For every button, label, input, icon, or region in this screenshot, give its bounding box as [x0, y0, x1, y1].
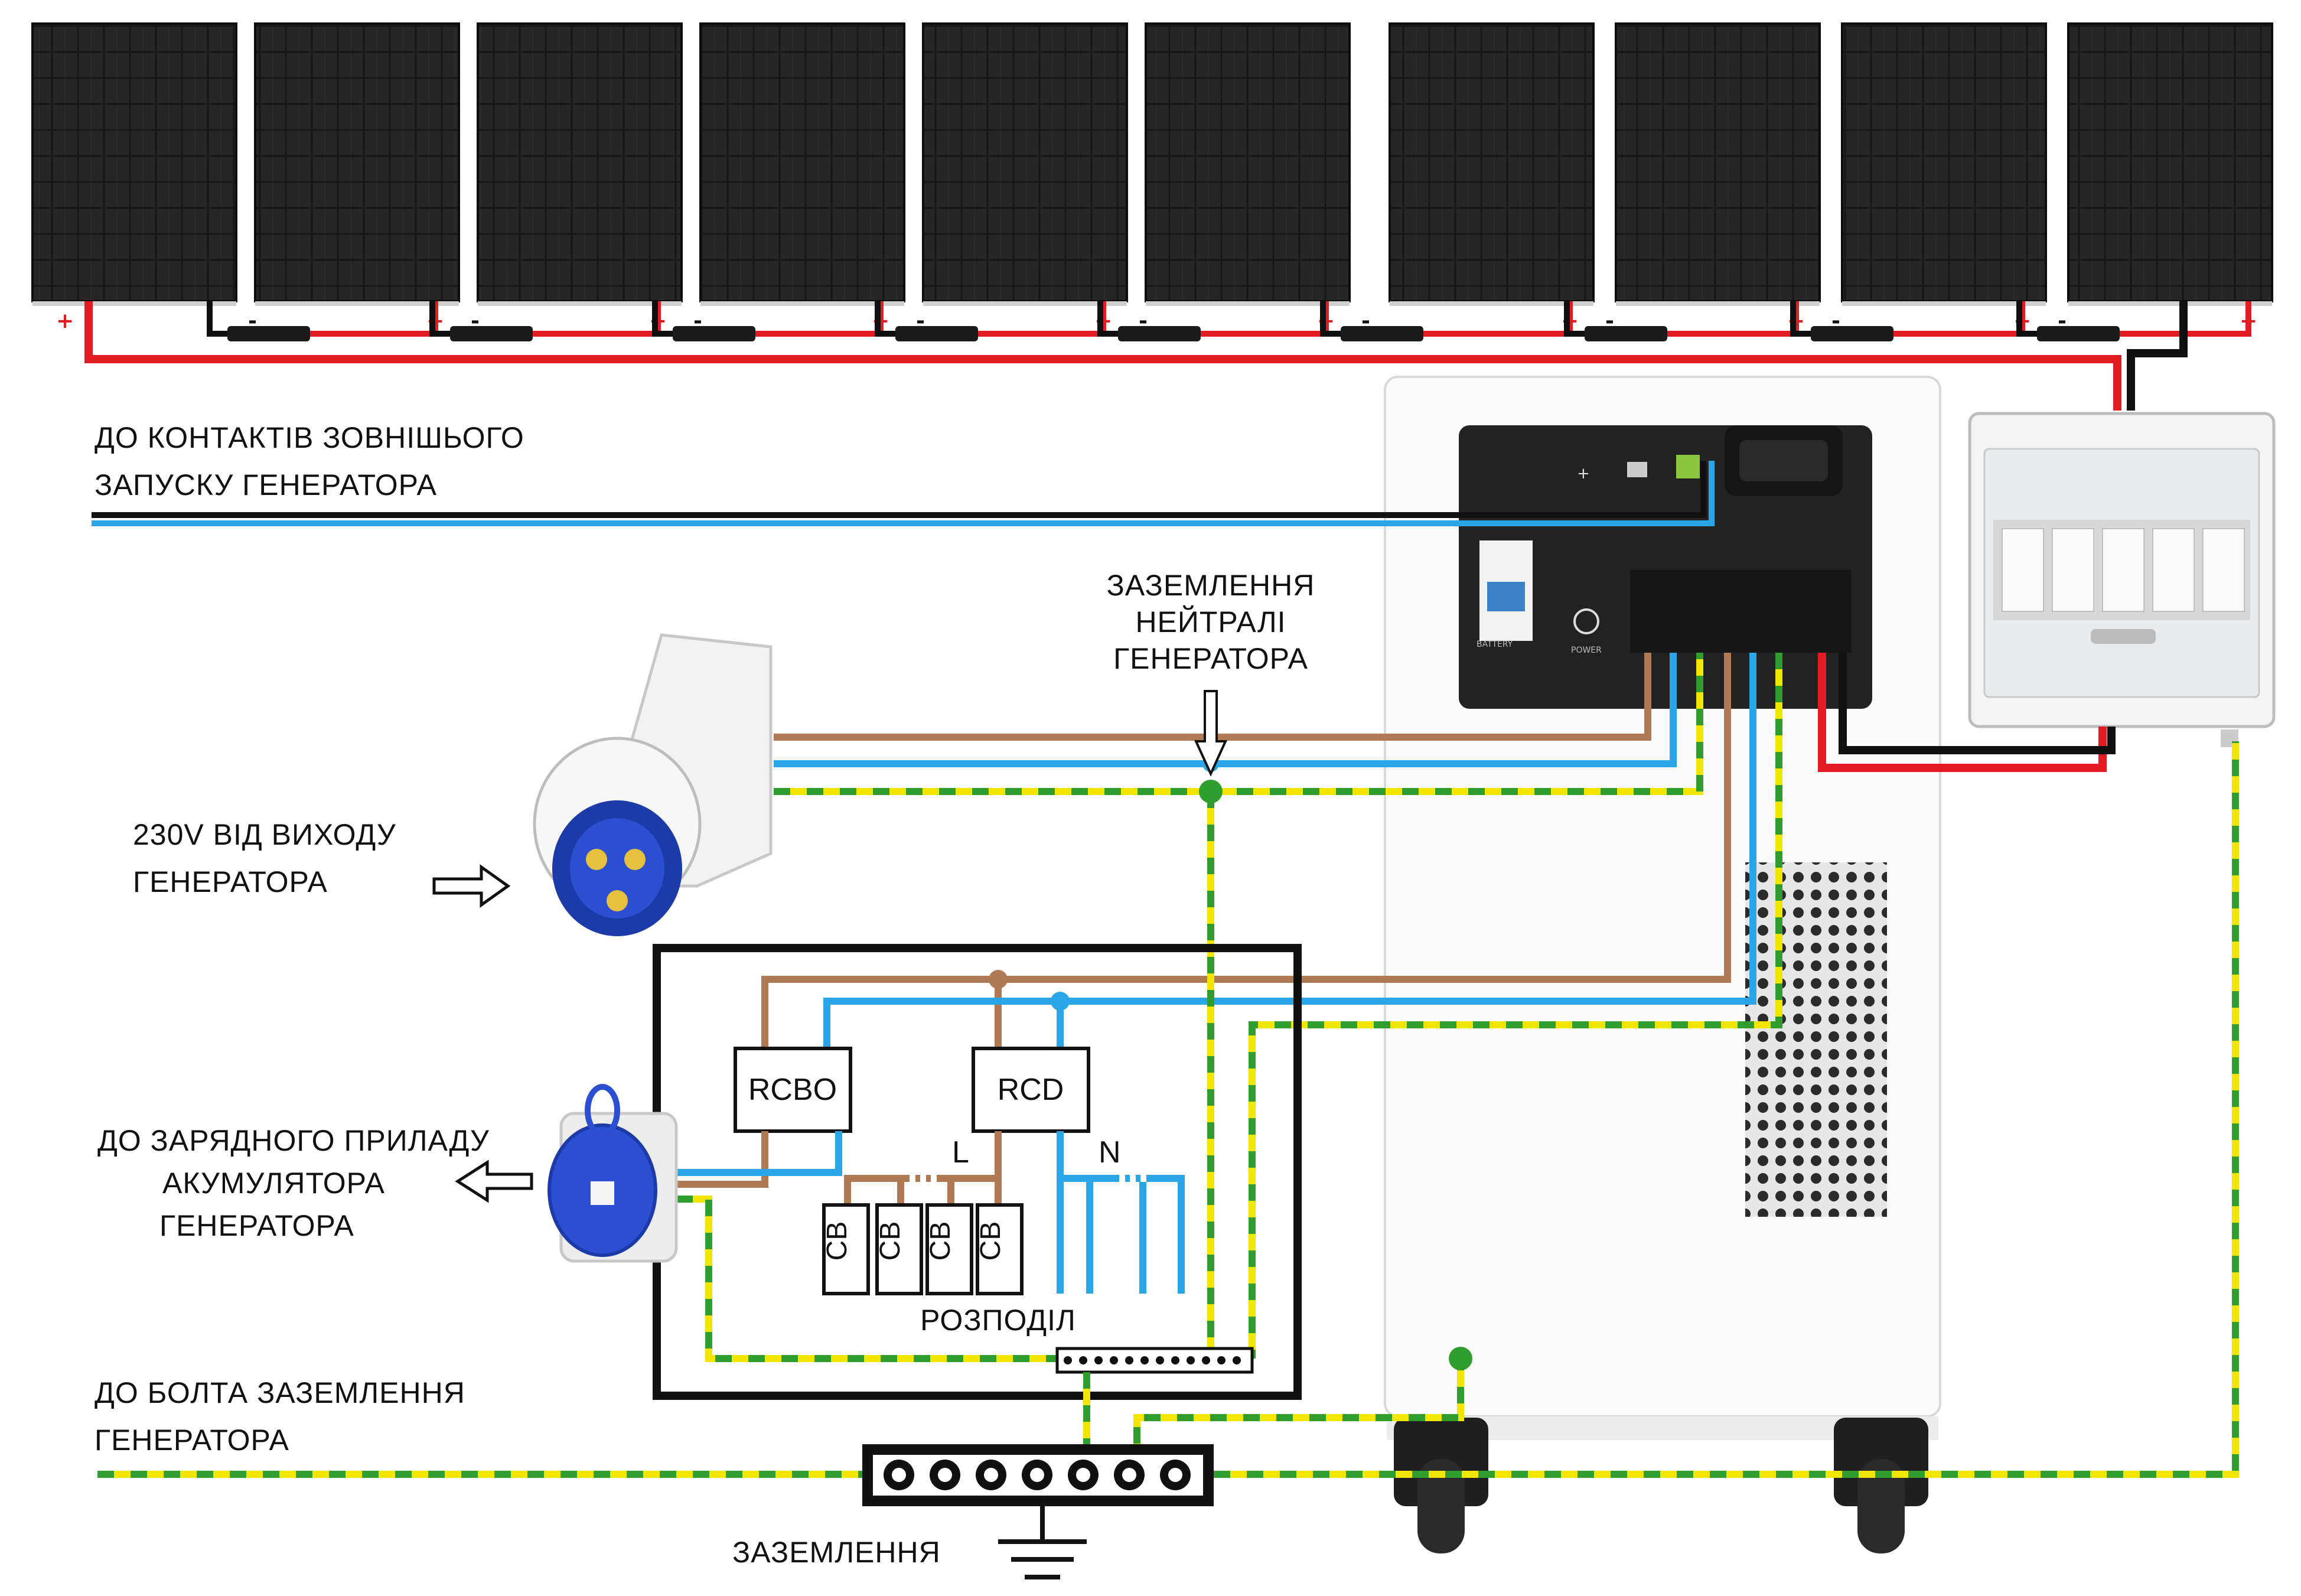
ground-bolt-label-line2: ГЕНЕРАТОРА	[94, 1424, 289, 1457]
rcd-label: RCD	[998, 1073, 1064, 1107]
rcbo-device: RCBO	[734, 1047, 852, 1133]
breaker-label: CB	[822, 1222, 853, 1261]
arrow-icon	[432, 864, 511, 908]
solar-panel-icon: +	[2067, 22, 2273, 333]
series-connector	[875, 301, 1106, 341]
svg-text:POWER: POWER	[1571, 646, 1602, 655]
generator-start-label-line2: ЗАПУСКУ ГЕНЕРАТОРА	[94, 468, 437, 501]
generator-output-label-line1: 230V ВІД ВИХОДУ	[133, 818, 396, 851]
arrow-icon	[455, 1159, 533, 1203]
neutral-ground-label-line3: ГЕНЕРАТОРА	[1113, 642, 1308, 675]
industrial-plug-icon	[533, 633, 773, 936]
charger-label-line3: ГЕНЕРАТОРА	[159, 1209, 354, 1242]
series-connector	[1097, 301, 1329, 341]
neutral-ground-label-line1: ЗАЗЕМЛЕННЯ	[1107, 569, 1315, 602]
ground-bolt-label-line1: ДО БОЛТА ЗАЗЕМЛЕННЯ	[94, 1376, 465, 1409]
neutral-ground-label-line2: НЕЙТРАЛІ	[1135, 605, 1286, 639]
neutral-busbar: N	[1057, 1131, 1185, 1294]
neutral-ground-bond	[1199, 755, 1223, 1359]
series-connector	[652, 301, 884, 341]
solar-panel-icon: +-	[1615, 22, 1840, 333]
series-connector	[2016, 301, 2251, 341]
solar-panel-array: +-+-+-+-+-+-+-+-+-+	[31, 22, 2273, 341]
distribution-label: РОЗПОДІЛ	[920, 1304, 1076, 1337]
breaker-label: CB	[975, 1222, 1006, 1261]
series-connector	[1320, 301, 1573, 341]
circuit-breaker: CB	[875, 1203, 923, 1295]
charger-label-line1: ДО ЗАРЯДНОГО ПРИЛАДУ	[97, 1124, 490, 1157]
generator-input-cables	[774, 653, 1703, 795]
generator-start-cable	[92, 461, 1715, 526]
solar-panel-icon: +-	[1841, 22, 2067, 333]
arrow-icon	[1194, 690, 1228, 777]
main-ground-bar	[862, 1444, 1214, 1506]
power-station-unit: BATTERY POWER +	[1384, 376, 1941, 1553]
neutral-ground-label: ЗАЗЕМЛЕННЯ НЕЙТРАЛІ ГЕНЕРАТОРА	[1107, 569, 1315, 675]
generator-start-label-line1: ДО КОНТАКТІВ ЗОВНІШЬОГО	[94, 421, 524, 454]
series-connector	[1564, 301, 1799, 341]
ground-bolt-label: ДО БОЛТА ЗАЗЕМЛЕННЯ ГЕНЕРАТОРА	[94, 1376, 465, 1457]
caster-wheel-icon	[1394, 1418, 1488, 1553]
svg-text:+: +	[1577, 465, 1590, 483]
series-connector	[1790, 301, 2025, 341]
generator-start-label: ДО КОНТАКТІВ ЗОВНІШЬОГО ЗАПУСКУ ГЕНЕРАТО…	[94, 421, 524, 501]
series-connector	[207, 301, 438, 341]
series-connector	[429, 301, 661, 341]
solar-panel-icon: +-	[31, 22, 257, 333]
ac-output-cables	[761, 653, 1782, 1359]
rcd-device: RCD	[972, 1047, 1090, 1133]
earth-cables	[97, 741, 2239, 1478]
circuit-breaker: CB	[975, 1203, 1024, 1295]
rcbo-label: RCBO	[748, 1073, 837, 1107]
solar-panel-icon: +-	[922, 22, 1148, 333]
charger-label: ДО ЗАРЯДНОГО ПРИЛАДУ АКУМУЛЯТОРА ГЕНЕРАТ…	[97, 1124, 490, 1242]
svg-text:BATTERY: BATTERY	[1477, 640, 1513, 649]
breaker-label: CB	[875, 1222, 906, 1261]
earth-busbar	[1055, 1347, 1254, 1374]
solar-panel-icon: +-	[254, 22, 480, 333]
circuit-breakers: CB CB CB CB	[822, 1175, 1146, 1295]
pv-combiner-box	[1968, 412, 2276, 747]
pv-dc-input-cables	[1818, 653, 2116, 772]
industrial-socket-icon	[547, 1084, 678, 1263]
dc-string-wiring	[84, 301, 2188, 411]
charger-label-line2: АКУМУЛЯТОРА	[162, 1167, 385, 1200]
neutral-label: N	[1099, 1135, 1121, 1170]
solar-panel-icon: +-	[1389, 22, 1614, 333]
line-label: L	[952, 1135, 969, 1170]
generator-output-label-line2: ГЕНЕРАТОРА	[133, 865, 328, 898]
circuit-breaker: CB	[925, 1203, 973, 1295]
solar-panel-icon: +-	[1145, 22, 1370, 333]
caster-wheel-icon	[1834, 1418, 1928, 1553]
charger-socket-cables	[676, 1131, 1063, 1362]
solar-panel-icon: +-	[699, 22, 925, 333]
positive-terminal-label: +	[56, 309, 74, 333]
breaker-label: CB	[925, 1222, 956, 1261]
generator-output-label: 230V ВІД ВИХОДУ ГЕНЕРАТОРА	[133, 818, 396, 898]
ground-symbol-icon	[998, 1506, 1087, 1579]
solar-panel-icon: +-	[477, 22, 702, 333]
circuit-breaker: CB	[822, 1203, 870, 1295]
grounding-label: ЗАЗЕМЛЕННЯ	[732, 1536, 941, 1569]
live-busbar: L	[844, 1131, 1002, 1211]
vent-grille	[1745, 862, 1887, 1217]
